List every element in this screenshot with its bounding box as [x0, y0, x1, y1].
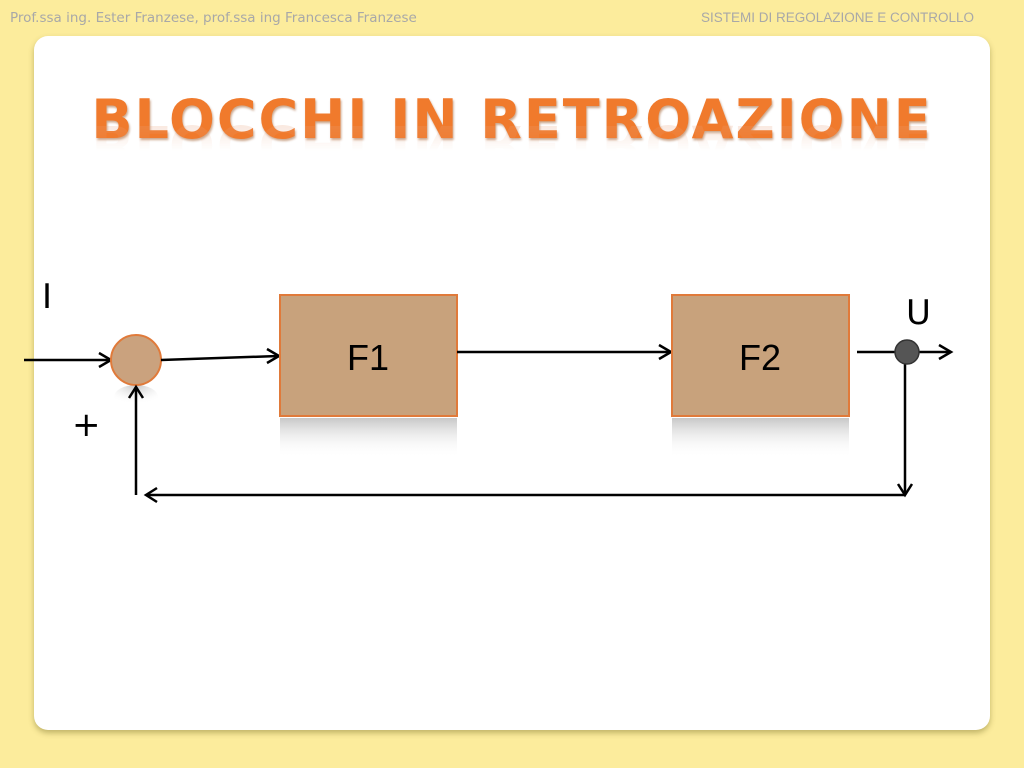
- takeoff-point: [894, 339, 920, 365]
- sign-label: +: [72, 405, 101, 445]
- slide-title: BLOCCHI IN RETROAZIONE: [91, 88, 933, 151]
- summing-node: [110, 334, 162, 386]
- feedback-path: [127, 364, 914, 504]
- input-arrow: [24, 351, 114, 369]
- block-f1-label: F1: [347, 337, 389, 378]
- block-f1: F1: [279, 294, 458, 417]
- output-label: U: [906, 293, 931, 333]
- block-f2-reflection: [672, 418, 849, 458]
- arrow-sum-to-f1: [160, 347, 282, 365]
- block-f2: F2: [671, 294, 850, 417]
- block-f1-reflection: [280, 418, 457, 458]
- header-course: SISTEMI DI REGOLAZIONE E CONTROLLO: [700, 10, 974, 25]
- arrow-f1-to-f2: [457, 343, 674, 361]
- block-f2-label: F2: [739, 337, 781, 378]
- input-label: I: [42, 277, 52, 317]
- title-container: BLOCCHI IN RETROAZIONE: [0, 88, 1024, 151]
- header-authors: Prof.ssa ing. Ester Franzese, prof.ssa i…: [10, 10, 417, 26]
